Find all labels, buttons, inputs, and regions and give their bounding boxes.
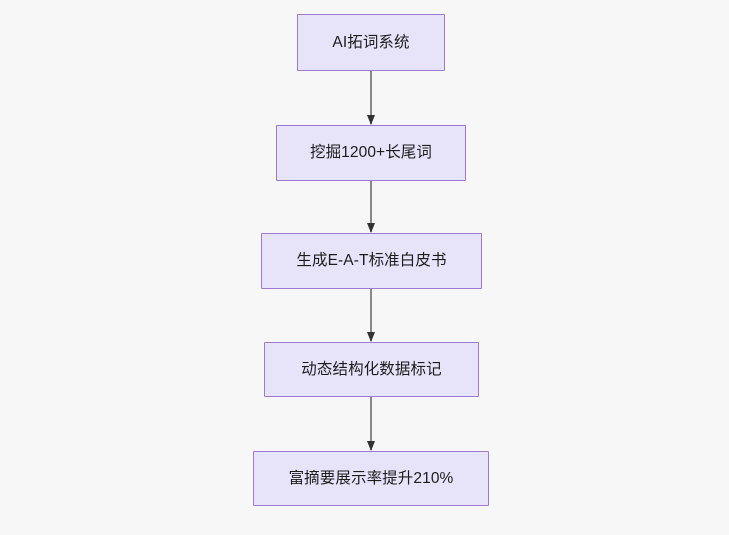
flow-node-label: AI拓词系统 <box>332 33 410 51</box>
flow-node-ai-keyword-system[interactable]: AI拓词系统 <box>297 14 445 71</box>
flow-node-label: 挖掘1200+长尾词 <box>309 144 433 162</box>
flow-node-dynamic-structured-data-markup[interactable]: 动态结构化数据标记 <box>264 342 479 397</box>
flow-node-label: 动态结构化数据标记 <box>301 360 442 378</box>
flow-node-generate-eat-whitepaper[interactable]: 生成E-A-T标准白皮书 <box>261 233 482 289</box>
flow-node-label: 富摘要展示率提升210% <box>288 469 454 487</box>
flow-node-rich-snippet-impression-lift[interactable]: 富摘要展示率提升210% <box>253 451 489 506</box>
flow-node-mine-longtail-keywords[interactable]: 挖掘1200+长尾词 <box>276 125 466 181</box>
flow-node-label: 生成E-A-T标准白皮书 <box>296 252 447 270</box>
